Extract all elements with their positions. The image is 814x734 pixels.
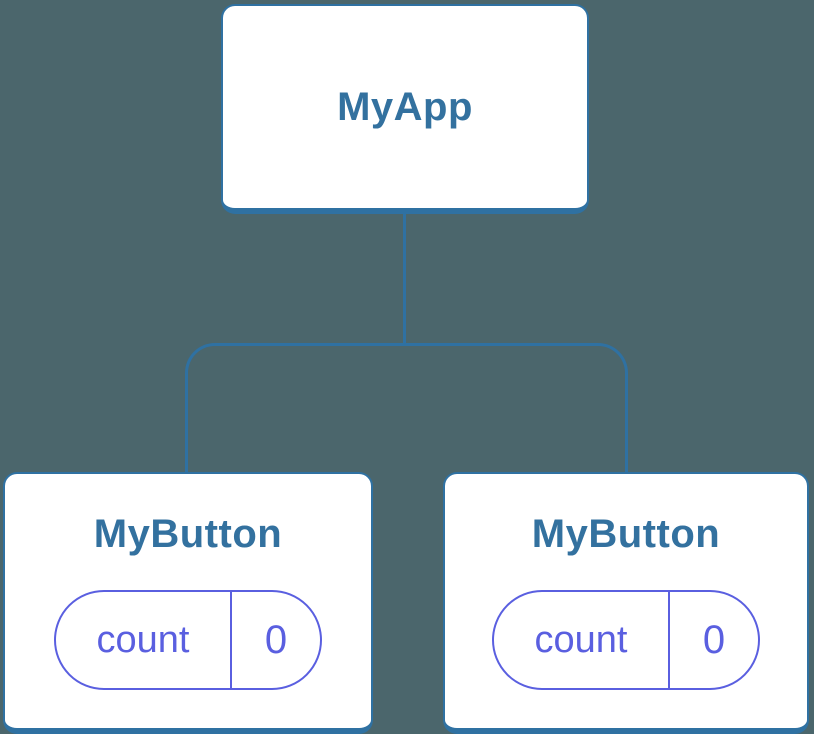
node-title-mybutton-left: MyButton: [93, 512, 283, 556]
connector-trunk-line: [403, 214, 406, 346]
state-pill-left: count 0: [54, 590, 322, 690]
connector-branch-bracket: [185, 343, 628, 472]
state-pill-right: count 0: [492, 590, 760, 690]
node-title-mybutton-right: MyButton: [531, 512, 721, 556]
state-key-label: count: [494, 592, 670, 688]
node-mybutton-right: MyButton count 0: [443, 472, 809, 734]
state-value: 0: [264, 617, 288, 662]
state-value: 0: [702, 617, 726, 662]
node-title-myapp: MyApp: [337, 84, 473, 129]
node-mybutton-left: MyButton count 0: [3, 472, 373, 734]
node-myapp: MyApp: [221, 4, 589, 214]
state-key-label: count: [56, 592, 232, 688]
